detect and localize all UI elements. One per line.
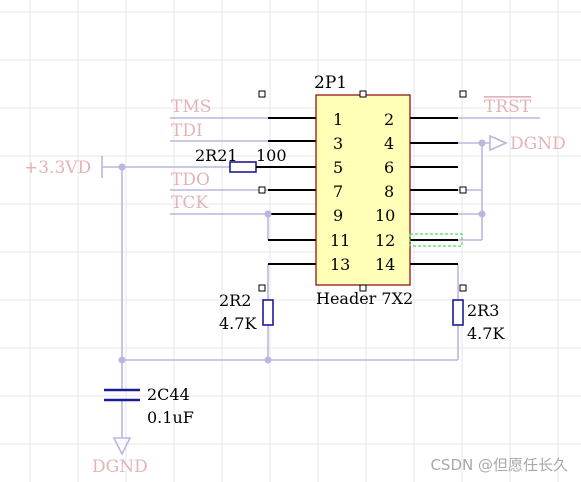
r3-name: 2R3 [467, 301, 499, 320]
pin-2: 2 [384, 110, 394, 129]
pin-8: 8 [384, 182, 394, 201]
resistor-2r3-symbol [452, 299, 464, 326]
r2-name: 2R2 [219, 291, 251, 310]
net-dgnd-top: DGND [510, 134, 566, 154]
pin-10: 10 [375, 206, 395, 225]
pin-4: 4 [384, 134, 394, 153]
junction-dots [118, 139, 486, 364]
pin12-selection [409, 233, 463, 247]
pin-11: 11 [330, 231, 350, 250]
pin-9: 9 [333, 206, 343, 225]
net-tdi: TDI [171, 121, 203, 141]
net-tms: TMS [171, 97, 211, 117]
pin-1: 1 [333, 110, 343, 129]
capacitor-2c44-symbol [104, 388, 140, 402]
junction-rail-mid [264, 356, 272, 364]
r2-value: 4.7K [219, 314, 257, 333]
c44-name: 2C44 [147, 385, 190, 404]
c44-value: 0.1uF [147, 408, 194, 427]
net-vcc: +3.3VD [24, 158, 91, 178]
net-trst: TRST [484, 97, 532, 117]
junction-pin10 [478, 210, 486, 218]
resistor-2r2-symbol [262, 299, 274, 326]
designator-label: 2P1 [314, 73, 347, 93]
ground-bottom-icon [112, 437, 132, 456]
junction-vcc [118, 163, 126, 171]
pin-13: 13 [330, 255, 350, 274]
pin-12: 12 [375, 231, 395, 250]
pin-7: 7 [333, 182, 343, 201]
pin-6: 6 [384, 158, 394, 177]
r3-value: 4.7K [467, 324, 505, 343]
r21-value: 100 [256, 146, 287, 165]
ground-top-icon [489, 134, 508, 152]
pin-3: 3 [333, 134, 343, 153]
selection-handles [258, 90, 467, 292]
junction-rail-left [118, 356, 126, 364]
pin-stubs [268, 117, 458, 265]
junction-tck [264, 210, 272, 218]
net-tck: TCK [171, 193, 208, 213]
watermark: CSDN @但愿任长久 [430, 456, 568, 474]
pin-14: 14 [375, 255, 395, 274]
net-tdo: TDO [171, 170, 210, 190]
net-dgnd-bottom: DGND [92, 457, 148, 477]
pin-5: 5 [333, 158, 343, 177]
footprint-label: Header 7X2 [316, 289, 413, 308]
r21-name: 2R21 [195, 146, 238, 165]
junction-pin4 [478, 139, 486, 147]
